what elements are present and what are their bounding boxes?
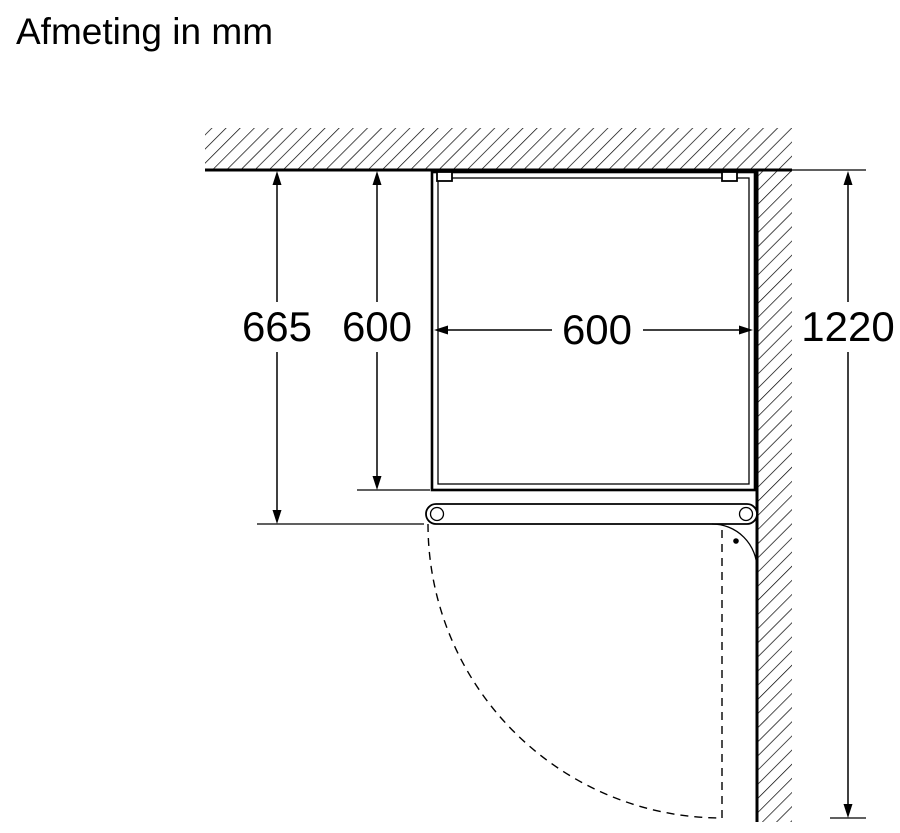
dim-600h-label: 600 [562, 306, 632, 353]
dim-wall-clearance: 1220 [792, 169, 895, 819]
right-wall [755, 170, 792, 822]
dim-600v-arrow-up [372, 171, 382, 185]
dim-width: 600 [434, 306, 753, 353]
door-outline [425, 503, 758, 525]
door-right-end-detail [738, 506, 754, 522]
dim-600v-arrow-down [372, 476, 382, 490]
dim-1220-label: 1220 [801, 303, 894, 350]
dim-1220-arrow-up [843, 171, 853, 185]
appliance-body [430, 170, 757, 492]
dim-depth-body: 600 [342, 171, 430, 491]
dim-600h-arrow-left [434, 325, 448, 335]
dim-665-arrow-up [272, 171, 282, 185]
door-swing-arc [427, 523, 723, 819]
door-left-end-detail [429, 506, 445, 522]
hinge-arc [711, 523, 758, 570]
right-hinge-tab [721, 171, 738, 182]
dim-600h-arrow-right [739, 325, 753, 335]
dim-depth-with-door: 665 [242, 171, 424, 525]
appliance-outline [430, 170, 757, 492]
diagram-title: Afmeting in mm [16, 11, 273, 52]
hinge-pivot-dot [733, 538, 739, 544]
door-swing [427, 523, 723, 819]
dim-665-arrow-down [272, 510, 282, 524]
dim-665-label: 665 [242, 303, 312, 350]
appliance-door [425, 503, 758, 570]
dim-1220-arrow-down [843, 804, 853, 818]
top-wall-hatch [205, 128, 792, 170]
right-wall-hatch [757, 170, 792, 822]
left-hinge-tab [436, 171, 453, 182]
top-wall [205, 128, 792, 172]
dim-600v-label: 600 [342, 303, 412, 350]
